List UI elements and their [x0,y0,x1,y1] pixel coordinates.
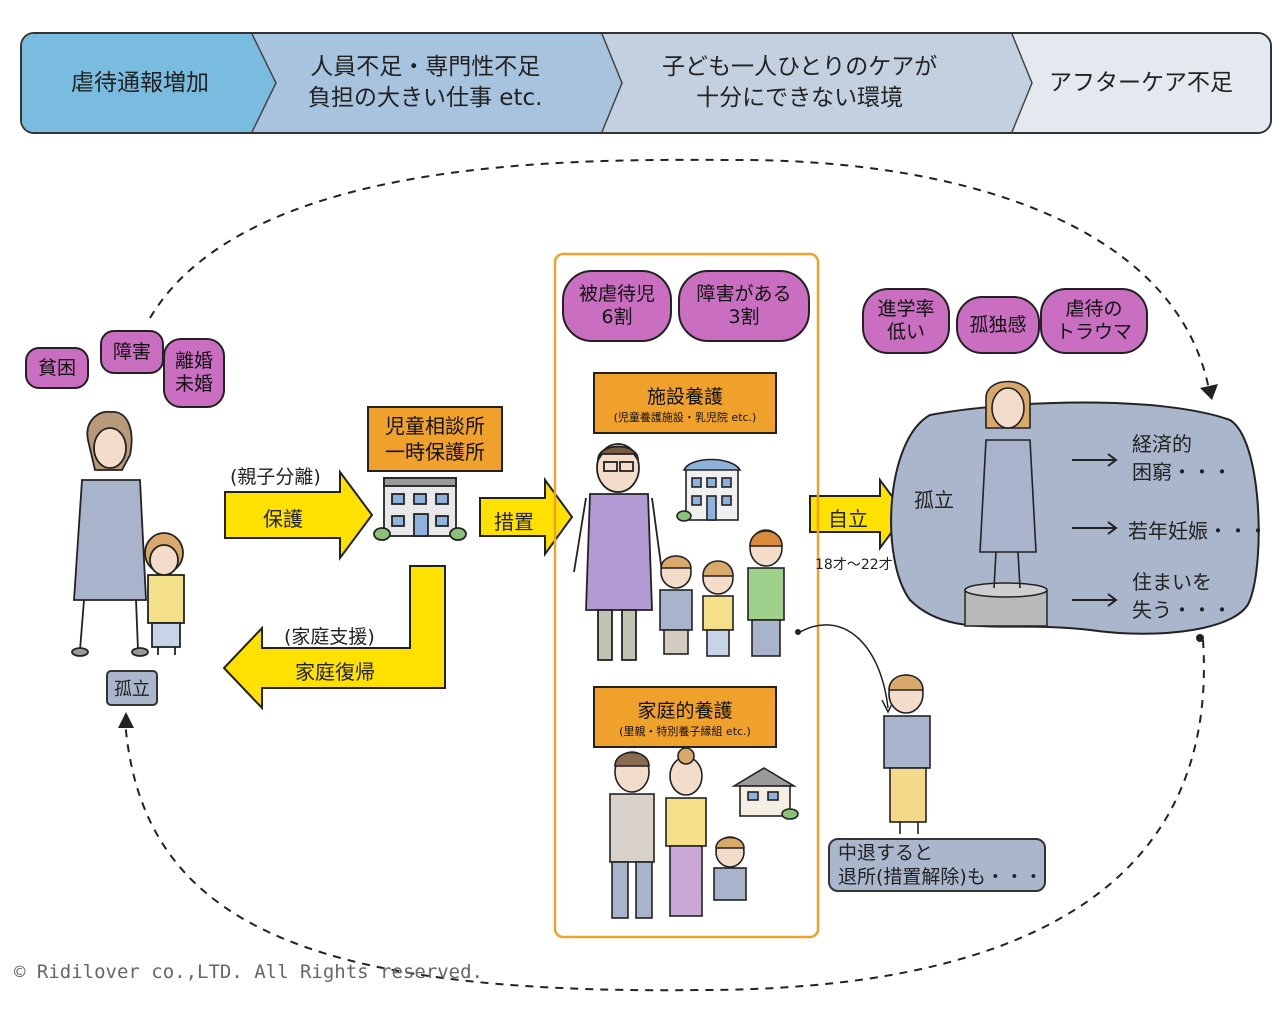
center-building [373,477,467,541]
facility-building [676,458,742,522]
isolation-tag: 孤立 [106,670,158,706]
independence-label: 自立 [828,507,868,531]
outcome-poverty: 経済的 困窮・・・ [1132,432,1232,484]
flow-banner: アフターケア不足 子ども一人ひとりのケアが 十分にできない環境 人員不足・専門性… [20,32,1272,134]
after-isolation-label: 孤立 [914,488,954,512]
bubble-trauma: 虐待の トラウマ [1040,288,1148,354]
dropout-caption: 中退すると 退所(措置解除)も・・・ [828,838,1046,892]
facility-care-box: 施設養護 (児童養護施設・乳児院 etc.) [593,372,777,434]
bubble-poverty: 貧困 [25,347,89,389]
institution-frame [553,252,820,939]
isolated-youth-figure [979,380,1037,589]
isolation-cloud [890,401,1260,635]
bubble-disability-ratio: 障害がある 3割 [678,270,810,342]
protect-arrow [224,468,374,562]
placement-label: 措置 [494,510,534,534]
cycle-dashed-arrow-top [149,158,1211,396]
foster-family-figures [609,747,747,919]
bubble-low-education: 進学率 低い [862,288,950,354]
dropout-youth-figure [883,674,931,834]
return-label: 家庭復帰 [295,660,375,684]
banner-step-1: 虐待通報増加 [22,34,276,132]
outcome-pregnancy: 若年妊娠・・・ [1128,519,1268,543]
child-figure [144,532,185,655]
mother-figure [71,410,149,657]
staff-figure [573,443,663,661]
placement-arrow [479,476,574,558]
banner-dividers [251,34,1033,132]
banner-step-4: アフターケア不足 [1012,34,1270,132]
protect-top-label: (親子分離) [230,466,321,488]
outcome-housing: 住まいを 失う・・・ [1132,570,1232,622]
bubble-abused-ratio: 被虐待児 6割 [562,270,672,342]
bubble-divorce: 離婚 未婚 [163,338,225,408]
protect-label: 保護 [263,507,303,531]
family-care-box: 家庭的養護 (里親・特別養子縁組 etc.) [593,686,777,748]
bubble-loneliness: 孤独感 [956,296,1040,354]
return-top-label: (家庭支援) [284,626,375,648]
return-arrow [222,565,446,711]
banner-step-label: アフターケア不足 [1049,69,1233,96]
child-guidance-center-box: 児童相談所 一時保護所 [367,406,503,472]
children-figures [659,529,785,657]
bubble-disability: 障害 [100,330,164,374]
copyright-text: © Ridilover co.,LTD. All Rights reserved… [14,961,483,983]
age-range-label: 18才〜22才 [815,557,893,573]
banner-step-label: 人員不足・専門性不足 負担の大きい仕事 etc. [308,54,543,111]
banner-step-label: 子ども一人ひとりのケアが 十分にできない環境 [662,54,938,111]
foster-house [731,767,799,820]
banner-step-label: 虐待通報増加 [71,69,209,96]
